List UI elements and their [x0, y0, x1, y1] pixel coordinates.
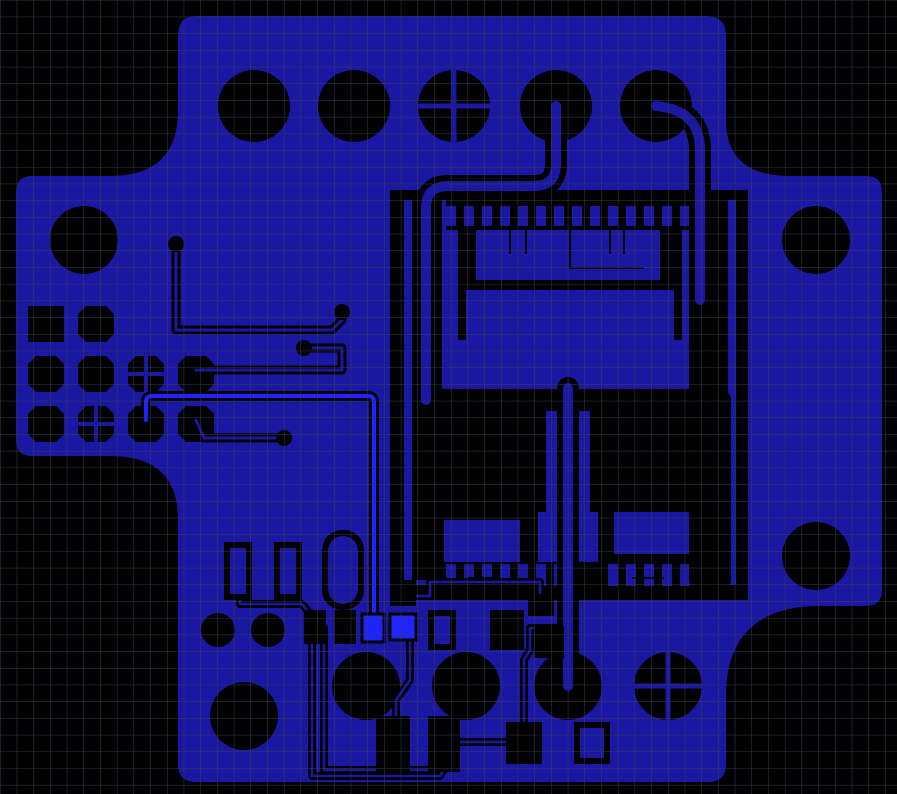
pcb-canvas[interactable]	[0, 0, 897, 794]
grid-overlay	[0, 0, 897, 794]
